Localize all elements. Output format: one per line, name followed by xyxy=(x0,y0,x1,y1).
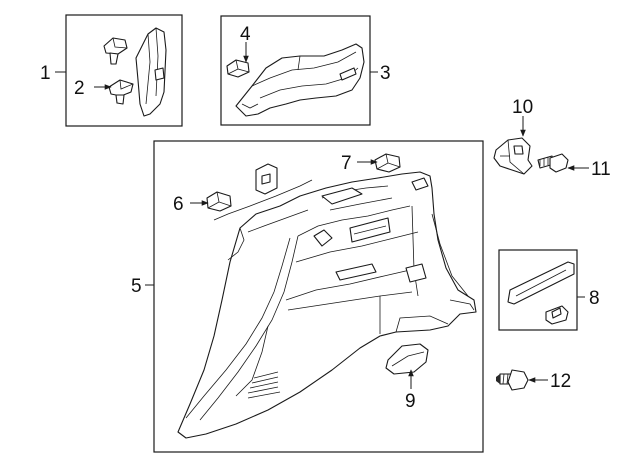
callout-3: 3 xyxy=(380,63,391,84)
retainer-clip-part-7 xyxy=(374,153,401,173)
group-box-8 xyxy=(498,249,578,331)
pin-clip-part xyxy=(103,37,128,65)
square-retainer xyxy=(255,163,278,195)
callout-9: 9 xyxy=(405,391,416,412)
retainer-clip-part-6 xyxy=(206,191,232,212)
bracket-part-10 xyxy=(493,137,533,175)
pillar-trim-part-1 xyxy=(135,27,167,117)
cover-screw xyxy=(545,305,569,325)
group-box-1-2 xyxy=(65,14,183,127)
access-cover-part-8 xyxy=(507,261,575,305)
upper-trim-panel-part-3 xyxy=(235,43,365,117)
trim-clip-part-2 xyxy=(108,79,134,105)
quarter-trim-panel-part-5 xyxy=(177,171,477,439)
callout-6: 6 xyxy=(173,194,184,215)
callout-1: 1 xyxy=(40,63,51,84)
callout-4: 4 xyxy=(240,24,251,45)
bolt-part-11 xyxy=(537,153,569,173)
callout-2: 2 xyxy=(74,78,85,99)
group-box-3-4 xyxy=(220,15,371,126)
trim-pad-part-9 xyxy=(385,343,429,375)
callout-10: 10 xyxy=(512,97,533,118)
screw-part-12 xyxy=(496,369,529,391)
callout-12: 12 xyxy=(550,371,571,392)
retainer-clip-part-4 xyxy=(226,59,250,78)
callout-11: 11 xyxy=(591,159,611,180)
callout-7: 7 xyxy=(341,153,352,174)
callout-8: 8 xyxy=(589,288,600,309)
group-box-5 xyxy=(153,140,484,453)
callout-5: 5 xyxy=(131,276,142,297)
